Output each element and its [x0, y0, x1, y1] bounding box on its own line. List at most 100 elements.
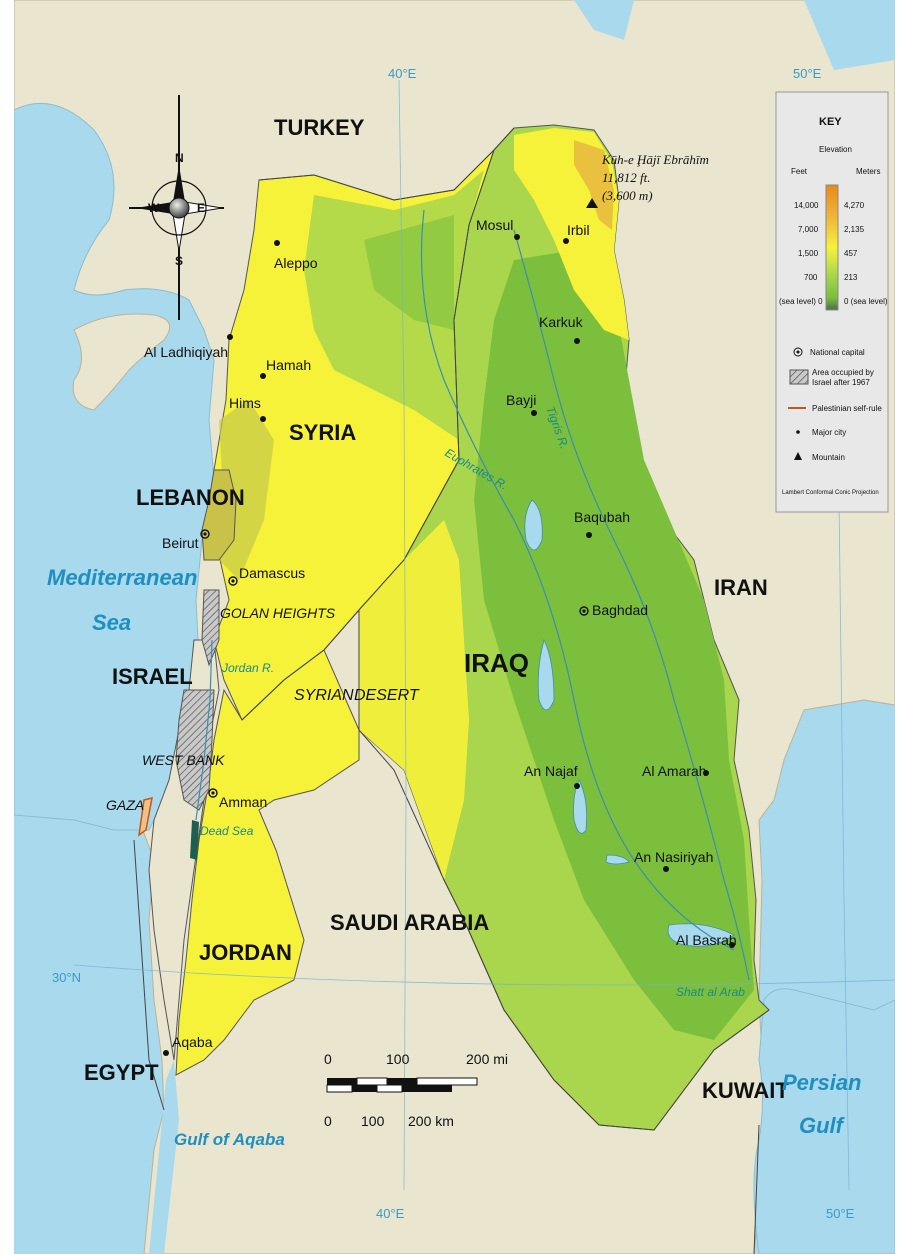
key-m4: 213	[844, 273, 858, 282]
rivers	[195, 209, 750, 981]
lake-razzaza	[573, 779, 588, 834]
label-lon-50-bottom: 50°E	[826, 1206, 855, 1221]
city-markers	[163, 234, 735, 1056]
label-aleppo: Aleppo	[274, 255, 318, 271]
city-dot-karkuk	[574, 338, 580, 344]
city-dot-hims	[260, 416, 266, 422]
label-golan-heights: GOLAN HEIGHTS	[220, 605, 336, 621]
label-jordan: JORDAN	[199, 940, 292, 965]
city-dot-ladhiqiyah	[227, 334, 233, 340]
key-palestinian: Palestinian self-rule	[812, 404, 882, 413]
key-occupied-2: Israel after 1967	[812, 378, 870, 387]
key-major-city: Major city	[812, 428, 846, 437]
mountain-icon	[586, 198, 598, 208]
city-dot-amarah	[703, 770, 709, 776]
cyprus-island	[72, 313, 171, 411]
label-gaza: GAZA	[106, 797, 144, 813]
key-m5: 0 (sea level)	[844, 297, 888, 306]
tigris-river	[513, 229, 750, 981]
label-lon-40-top: 40°E	[388, 66, 417, 81]
syria-green-2	[364, 215, 454, 330]
jordan-river	[195, 639, 213, 821]
key-f2: 7,000	[798, 225, 819, 234]
city-dot-irbil	[563, 238, 569, 244]
label-kuwait: KUWAIT	[702, 1078, 789, 1103]
label-karkuk: Karkuk	[539, 314, 584, 330]
key-occupied-swatch	[789, 369, 809, 385]
capital-markers	[200, 529, 589, 798]
compass-e: E	[197, 201, 205, 215]
label-gulf-of-aqaba: Gulf of Aqaba	[174, 1130, 285, 1149]
label-saudi-arabia: SAUDI ARABIA	[330, 910, 489, 935]
capital-amman-icon	[208, 788, 218, 798]
label-iraq: IRAQ	[464, 648, 529, 678]
city-dot-baqubah	[586, 532, 592, 538]
international-borders	[133, 127, 770, 1254]
compass-s: S	[175, 254, 183, 268]
lake-tharthar	[524, 499, 543, 551]
label-syria: SYRIA	[289, 420, 356, 445]
key-title: KEY	[819, 116, 842, 128]
key-capital-icon	[793, 347, 803, 357]
lake-north	[574, 0, 634, 40]
label-mosul: Mosul	[476, 217, 513, 233]
iraq-yellow-west	[359, 520, 469, 880]
key-m1: 4,270	[844, 201, 865, 210]
label-damascus: Damascus	[239, 565, 305, 581]
key-feet: Feet	[791, 167, 808, 176]
key-m3: 457	[844, 249, 858, 258]
label-lon-40-bottom: 40°E	[376, 1206, 405, 1221]
label-lat-30: 30°N	[52, 970, 81, 985]
scale-mi-200: 200 mi	[466, 1051, 508, 1067]
label-an-nasiriyah: An Nasiriyah	[634, 849, 713, 865]
city-dot-aleppo	[274, 240, 280, 246]
label-mediterranean: Mediterranean	[47, 565, 197, 590]
city-dot-najaf	[574, 783, 580, 789]
label-shatt-al-arab: Shatt al Arab	[676, 985, 745, 999]
lebanon-land	[201, 469, 237, 561]
label-mountain-feet: 11,812 ft.	[602, 170, 651, 185]
key-capital: National capital	[810, 348, 865, 357]
map-key: KEY Elevation Feet Meters 14,000 7,000 1…	[775, 91, 889, 513]
label-mountain-meters: (3,600 m)	[602, 188, 653, 203]
label-mountain-name: Kūh-e Ḩājī Ebrāhīm	[601, 152, 709, 167]
key-elevation: Elevation	[819, 145, 852, 154]
key-city-icon	[796, 430, 800, 434]
label-lon-50-top: 50°E	[793, 66, 822, 81]
key-f4: 700	[804, 273, 818, 282]
compass-rose-icon: N S W E	[129, 95, 224, 320]
key-f3: 1,500	[798, 249, 819, 258]
label-baghdad: Baghdad	[592, 602, 648, 618]
key-m2: 2,135	[844, 225, 865, 234]
city-dot-basrah	[729, 942, 735, 948]
gulf-of-aqaba-water	[149, 1060, 179, 1254]
scale-mi-0: 0	[324, 1051, 332, 1067]
key-meters: Meters	[856, 167, 880, 176]
label-irbil: Irbil	[567, 222, 590, 238]
label-bayji: Bayji	[506, 392, 536, 408]
scale-km-200: 200 km	[408, 1113, 454, 1129]
label-hims: Hims	[229, 395, 261, 411]
capital-baghdad-icon	[579, 606, 589, 616]
map: TURKEY SYRIA LEBANON ISRAEL JORDAN IRAQ …	[14, 0, 895, 1254]
city-dot-bayji	[531, 410, 537, 416]
label-al-amarah: Al Amarah	[642, 763, 707, 779]
label-sea: Sea	[92, 610, 131, 635]
label-al-ladhiqiyah: Al Ladhiqiyah	[144, 344, 228, 360]
sea-north-east	[804, 0, 895, 70]
jordan-land	[175, 649, 360, 1076]
compass-n: N	[175, 151, 184, 165]
capital-beirut-icon	[200, 529, 210, 539]
key-projection: Lambert Conformal Conic Projection	[782, 490, 879, 496]
label-iran: IRAN	[714, 575, 768, 600]
iraq-orange-peaks	[574, 140, 614, 230]
city-dot-hamah	[260, 373, 266, 379]
iraq-green-inner	[474, 250, 754, 1040]
dead-sea-water	[190, 820, 199, 860]
label-an-najaf: An Najaf	[524, 763, 578, 779]
label-israel: ISRAEL	[112, 664, 193, 689]
compass-w: W	[148, 201, 160, 215]
city-dot-aqaba	[163, 1050, 169, 1056]
euphrates-river	[420, 209, 735, 951]
lake-habbaniyah	[537, 638, 555, 711]
